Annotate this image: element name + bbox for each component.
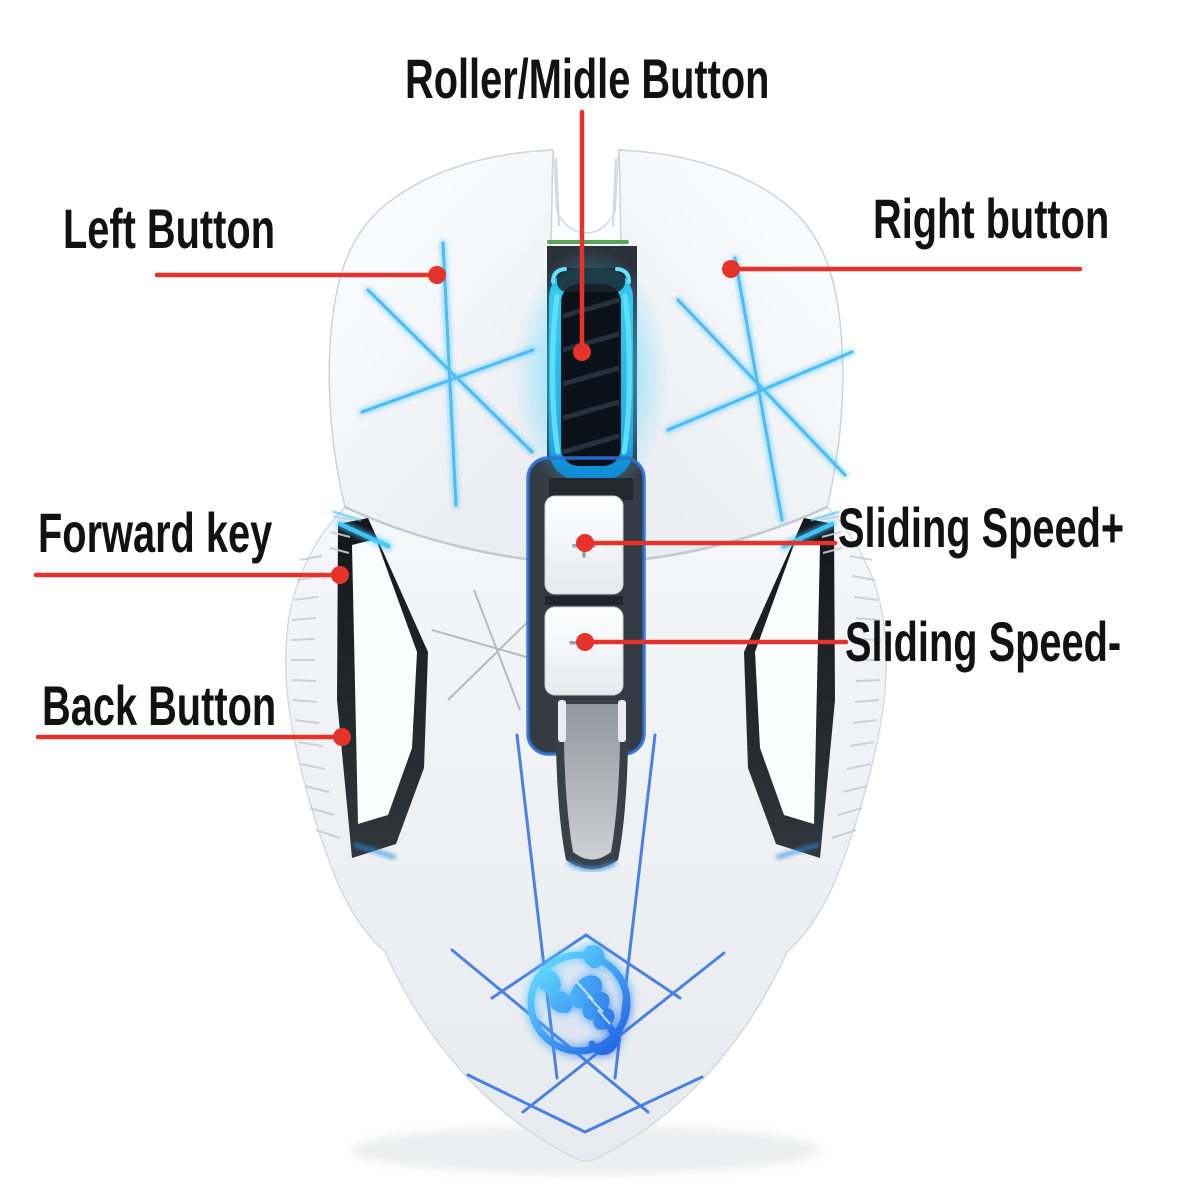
label-roller-middle-button: Roller/Midle Button [405, 47, 770, 110]
dpi-button-seam [545, 596, 623, 605]
left-side-group [290, 149, 554, 859]
label-right-button: Right button [873, 187, 1110, 250]
label-left-button: Left Button [63, 197, 275, 260]
channel-tail [555, 700, 629, 871]
label-sliding-speed-minus: Sliding Speed- [845, 610, 1122, 673]
wheel-treads [562, 297, 620, 455]
side-glow-accents [332, 510, 396, 859]
dpi-button-block: + – [526, 456, 646, 756]
wheel-led-rims [547, 267, 635, 457]
label-back-button: Back Button [42, 674, 277, 737]
label-sliding-speed-plus: Sliding Speed+ [838, 496, 1125, 559]
front-notch [555, 157, 617, 227]
scorpion-body-stripes [576, 981, 611, 1025]
scorpion-claw-upper [583, 944, 605, 969]
scorpion-claw-mid [548, 991, 573, 1013]
dpi-minus-button [544, 606, 624, 696]
button-star-lines [358, 239, 856, 524]
scorpion-tail [588, 1020, 619, 1055]
scorpion-claw-left [537, 970, 561, 994]
annotation-lines [33, 109, 1083, 740]
scorpion-logo [527, 944, 631, 1055]
label-forward-key: Forward key [38, 501, 273, 564]
side-key-window [352, 539, 417, 824]
grip-ridges [290, 515, 353, 839]
annotation-dots [331, 260, 740, 746]
scroll-wheel [513, 247, 669, 503]
